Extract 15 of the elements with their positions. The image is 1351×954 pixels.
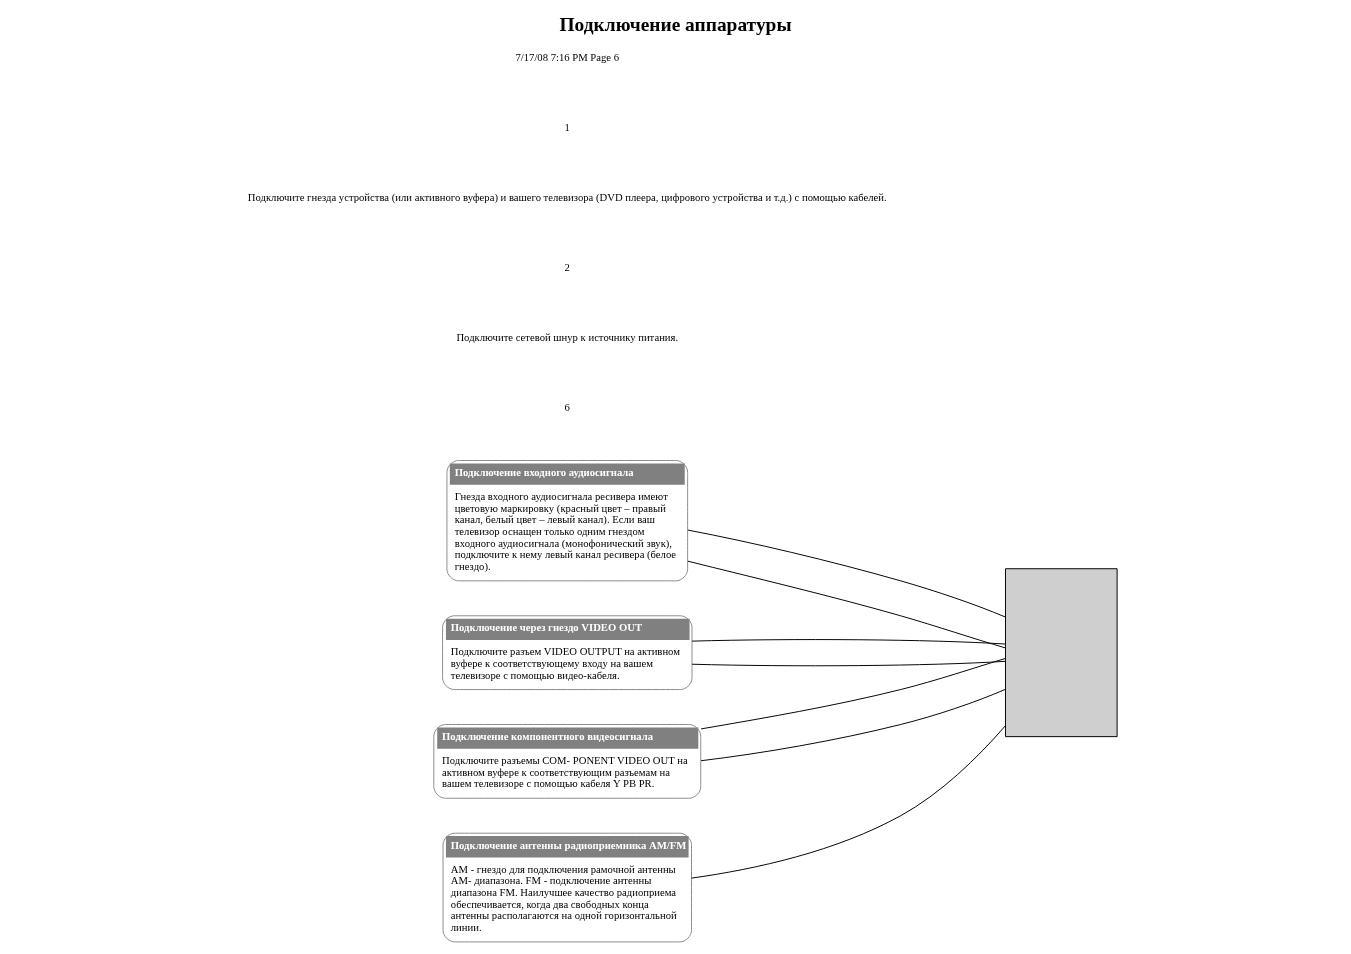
connector xyxy=(700,658,1006,730)
diagram-title: Подключение аппаратуры xyxy=(559,13,792,35)
label: Подключите сетевой шнур к источнику питания. xyxy=(456,330,679,343)
label: 7/17/08 7:16 PM Page 6 xyxy=(515,51,620,64)
label: 6 xyxy=(564,400,570,413)
node-box xyxy=(1005,568,1118,738)
label: 2 xyxy=(564,261,570,274)
label: Подключите гнезда устройства (или активного вуфера) и вашего телевизора (DVD плеера, цифрового устройства и т.д.) с помощью кабелей. xyxy=(247,191,887,204)
connector xyxy=(687,560,1006,649)
connector xyxy=(691,660,1006,667)
connector xyxy=(700,688,1006,762)
connector xyxy=(691,639,1006,645)
connector xyxy=(691,725,1006,879)
connector xyxy=(687,529,1006,618)
label: 1 xyxy=(564,121,570,134)
